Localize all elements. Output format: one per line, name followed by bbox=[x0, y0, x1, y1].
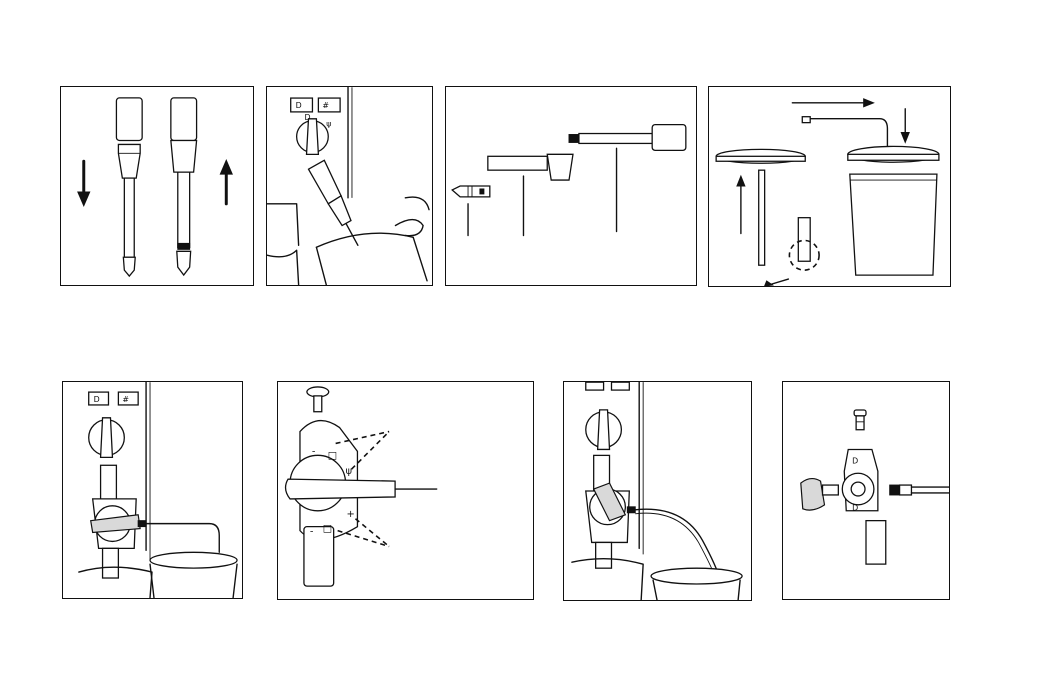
steam-knob bbox=[586, 410, 622, 450]
svg-text:D: D bbox=[852, 456, 858, 465]
arrow-up-icon bbox=[220, 160, 232, 204]
arrow-down-icon bbox=[78, 161, 90, 206]
lever bbox=[801, 479, 839, 511]
emulsifier-right bbox=[171, 98, 197, 275]
exploded-view-illustration: D D bbox=[783, 382, 949, 599]
regulator-detail-illustration: □ □ ψ - + - bbox=[278, 382, 533, 599]
svg-text:#: # bbox=[322, 101, 329, 110]
cappuccinatore bbox=[91, 465, 140, 578]
connector bbox=[890, 485, 949, 495]
panel-rinse-with-tube bbox=[563, 381, 752, 601]
emulsifier-left bbox=[116, 98, 142, 276]
panel-cappuccinatore-fitted: D # bbox=[62, 381, 243, 599]
cylinder bbox=[866, 521, 886, 564]
container bbox=[651, 568, 742, 600]
svg-text:ψ: ψ bbox=[326, 120, 331, 129]
milk-jug bbox=[316, 233, 427, 285]
emulsifier-in-use bbox=[308, 160, 357, 245]
part-nozzle-tip bbox=[452, 186, 490, 236]
svg-text:-: - bbox=[310, 527, 314, 538]
milk-container bbox=[150, 552, 237, 597]
arrow-down-icon bbox=[901, 109, 909, 143]
svg-text:D: D bbox=[296, 101, 302, 110]
top-knob bbox=[307, 387, 329, 412]
hand bbox=[395, 197, 429, 236]
arrow-up-icon bbox=[737, 176, 745, 233]
cappuccinatore-fitted-illustration: D # bbox=[63, 382, 242, 598]
panel-emulsifier-assembly bbox=[60, 86, 254, 286]
milk-container bbox=[848, 146, 939, 275]
regulator-body: D D bbox=[842, 449, 878, 512]
short-tube bbox=[789, 218, 819, 270]
steam-knob: D ψ bbox=[297, 113, 332, 155]
panel-cappuccinatore-container bbox=[708, 86, 951, 287]
arrow-right-icon bbox=[792, 99, 873, 107]
svg-text:-: - bbox=[312, 446, 316, 457]
suction-tube bbox=[802, 117, 887, 151]
steam-dispense-illustration: D # D ψ bbox=[267, 87, 432, 285]
cappuccinatore bbox=[586, 455, 630, 568]
svg-text:D: D bbox=[94, 395, 100, 404]
panel-regulator-detail: □ □ ψ - + - bbox=[277, 381, 534, 600]
top-knob bbox=[854, 410, 866, 430]
steam-icon: ψ bbox=[346, 466, 353, 477]
control-buttons bbox=[586, 382, 630, 390]
panel-steam-knob-dispense: D # D ψ bbox=[266, 86, 433, 286]
panel-emulsifier-parts bbox=[445, 86, 697, 286]
part-emulsifier-body bbox=[488, 154, 573, 235]
emulsifier-parts-illustration bbox=[446, 87, 696, 285]
svg-text:+: + bbox=[347, 509, 355, 520]
part-steam-wand bbox=[569, 125, 686, 232]
regulator-body: □ □ ψ - + - bbox=[286, 421, 396, 587]
steam-knob bbox=[89, 418, 125, 458]
arrow-diagonal-icon bbox=[765, 279, 789, 286]
panel-exploded-view: D D bbox=[782, 381, 950, 600]
cup-icon: □ bbox=[328, 450, 337, 461]
svg-text:#: # bbox=[122, 395, 129, 404]
svg-text:D: D bbox=[305, 113, 311, 122]
svg-text:D: D bbox=[852, 504, 858, 513]
emulsifier-assembly-illustration bbox=[61, 87, 253, 285]
control-buttons: D # bbox=[291, 98, 340, 112]
container-illustration bbox=[709, 87, 950, 286]
cup-icon: □ bbox=[323, 524, 332, 535]
control-buttons: D # bbox=[89, 392, 138, 405]
rinse-illustration bbox=[564, 382, 751, 600]
